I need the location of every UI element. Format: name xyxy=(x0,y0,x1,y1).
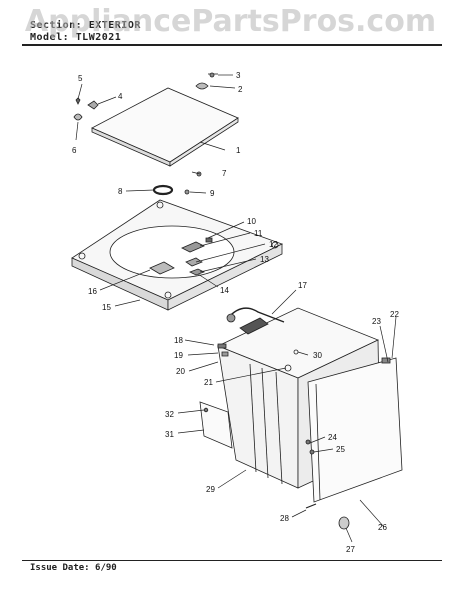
callout-4: 4 xyxy=(118,92,123,101)
lid-part xyxy=(91,87,239,167)
model-label: Model: xyxy=(30,32,70,43)
callout-23: 23 xyxy=(372,317,381,326)
model-value: TLW2021 xyxy=(75,32,122,43)
callout-28: 28 xyxy=(280,514,289,523)
section-value: EXTERIOR xyxy=(88,20,141,31)
header-rule xyxy=(22,44,442,46)
callout-12: 12 xyxy=(269,240,278,249)
callout-11: 11 xyxy=(254,229,263,238)
callout-7: 7 xyxy=(222,169,227,178)
watermark: AppliancePartsPros.com xyxy=(24,4,437,39)
callout-13: 13 xyxy=(260,255,269,264)
issue-date-value: 6/90 xyxy=(95,563,117,573)
callout-labels: 1 2 3 4 5 6 7 8 9 10 11 12 13 14 15 16 1… xyxy=(72,71,399,554)
callout-15: 15 xyxy=(102,303,111,312)
callout-31: 31 xyxy=(165,430,174,439)
issue-date-label: Issue Date: xyxy=(30,563,90,573)
model-header: Model: TLW2021 xyxy=(30,32,121,43)
callout-27: 27 xyxy=(346,545,355,554)
callout-22: 22 xyxy=(390,310,399,319)
callout-25: 25 xyxy=(336,445,345,454)
callout-10: 10 xyxy=(247,217,256,226)
lid-hardware xyxy=(73,72,218,196)
callout-5: 5 xyxy=(78,74,83,83)
callout-8: 8 xyxy=(118,187,123,196)
callout-30: 30 xyxy=(313,351,322,360)
callout-3: 3 xyxy=(236,71,241,80)
callout-2: 2 xyxy=(238,85,243,94)
issue-date: Issue Date: 6/90 xyxy=(30,563,117,573)
callout-9: 9 xyxy=(210,189,215,198)
callout-26: 26 xyxy=(378,523,387,532)
callout-29: 29 xyxy=(206,485,215,494)
callout-14: 14 xyxy=(220,286,229,295)
callout-21: 21 xyxy=(204,378,213,387)
bottom-hardware xyxy=(217,343,350,530)
callout-20: 20 xyxy=(176,367,185,376)
callout-24: 24 xyxy=(328,433,337,442)
callout-6: 6 xyxy=(72,146,77,155)
callout-16: 16 xyxy=(88,287,97,296)
callout-32: 32 xyxy=(165,410,174,419)
top-cover-part xyxy=(71,199,284,311)
leader-lines xyxy=(75,74,397,543)
section-label: Section: xyxy=(30,20,83,31)
footer-rule xyxy=(22,560,442,561)
side-panel-right xyxy=(305,357,403,503)
callout-19: 19 xyxy=(174,351,183,360)
callout-1: 1 xyxy=(236,146,241,155)
callout-18: 18 xyxy=(174,336,183,345)
side-panel-left xyxy=(199,401,233,449)
callout-17: 17 xyxy=(298,281,307,290)
section-header: Section: EXTERIOR xyxy=(30,20,141,31)
